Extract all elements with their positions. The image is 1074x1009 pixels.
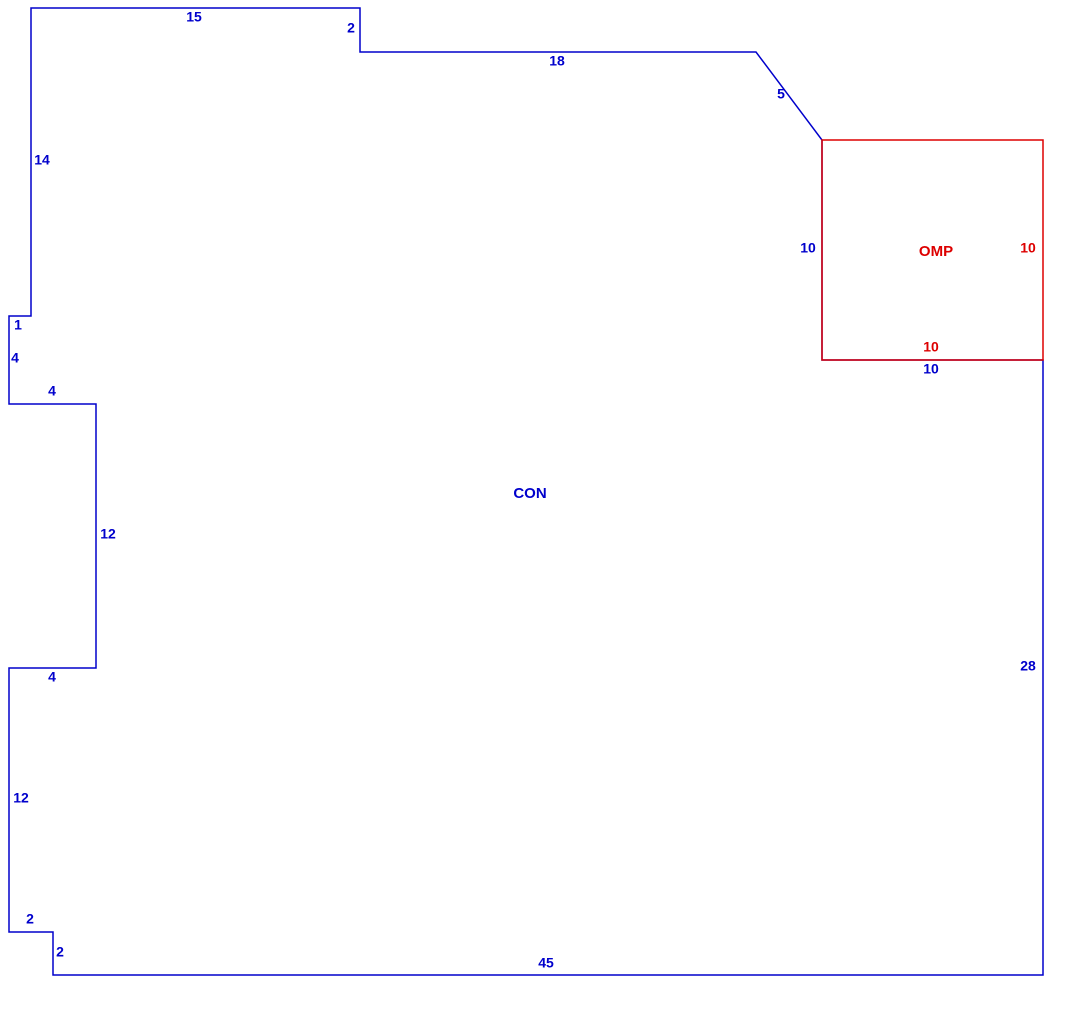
dimension-left-jog-vertical: 4 <box>11 350 19 366</box>
dimension-bottom-step-horizontal: 2 <box>26 911 34 927</box>
dimension-left-jog-horizontal: 1 <box>14 317 22 333</box>
dimension-step-down: 2 <box>347 20 355 36</box>
dimension-top-right: 18 <box>549 53 565 69</box>
porch-area-outline <box>821 139 1044 361</box>
dimension-left-lower: 12 <box>13 790 29 806</box>
dimension-left-upper: 14 <box>34 152 50 168</box>
porch-dimension-bottom: 10 <box>923 339 939 355</box>
main-area-outline <box>8 7 1044 976</box>
dimension-angled: 5 <box>777 86 785 102</box>
dimension-porch-inner-left: 10 <box>800 240 816 256</box>
dimension-left-notch-bottom: 4 <box>48 669 56 685</box>
porch-area-label: OMP <box>919 243 953 260</box>
main-area-label: CON <box>513 485 546 502</box>
dimension-porch-inner-bottom: 10 <box>923 361 939 377</box>
dimension-left-notch-side: 12 <box>100 526 116 542</box>
dimension-left-notch-top: 4 <box>48 383 56 399</box>
dimension-bottom: 45 <box>538 955 554 971</box>
porch-dimension-right: 10 <box>1020 240 1036 256</box>
dimension-right-side: 28 <box>1020 658 1036 674</box>
dimension-bottom-step-vertical: 2 <box>56 944 64 960</box>
dimension-top-left: 15 <box>186 9 202 25</box>
